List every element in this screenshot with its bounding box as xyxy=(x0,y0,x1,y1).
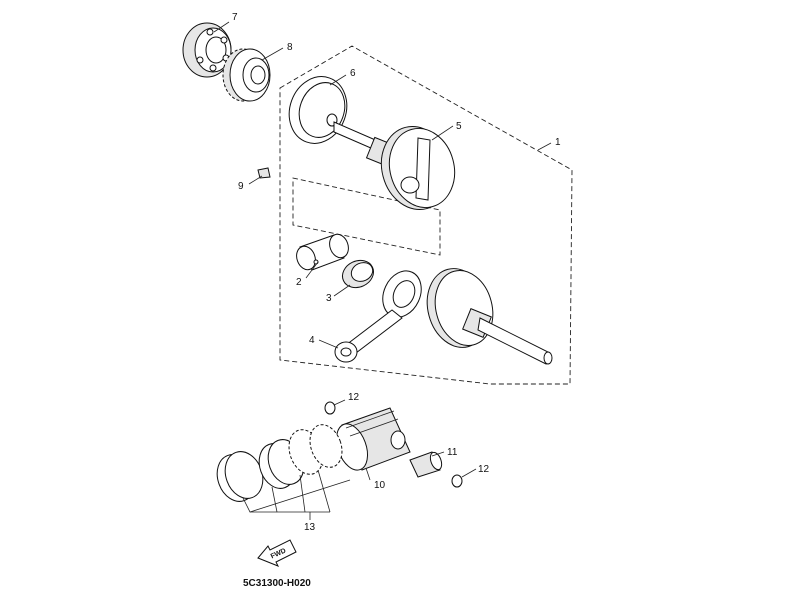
clip-part-12-lower[interactable] xyxy=(451,474,463,488)
callout-13: 13 xyxy=(304,522,316,533)
crank-pin-part-2[interactable] xyxy=(293,232,351,273)
callout-11: 11 xyxy=(447,447,458,458)
callout-1: 1 xyxy=(555,137,561,148)
callout-7: 7 xyxy=(232,12,238,23)
callout-3: 3 xyxy=(326,293,332,304)
drawing-code: 5C31300-H020 xyxy=(243,578,311,589)
piston-pin-part-11[interactable] xyxy=(409,451,444,478)
plate-part-6[interactable] xyxy=(280,68,356,151)
assembly-dashed-boundary xyxy=(279,45,573,385)
piston-part-10[interactable] xyxy=(331,407,411,474)
key-part-9[interactable] xyxy=(257,167,271,179)
callout-12-upper: 12 xyxy=(348,392,360,403)
fwd-arrow-icon: FWD xyxy=(257,539,297,567)
callout-2: 2 xyxy=(296,277,302,288)
callout-9: 9 xyxy=(238,181,244,192)
crank-web-part-5[interactable] xyxy=(333,119,463,218)
clip-part-12-upper[interactable] xyxy=(324,401,336,415)
callout-8: 8 xyxy=(287,42,293,53)
bearing-part-7[interactable] xyxy=(182,22,232,78)
callout-10: 10 xyxy=(374,480,386,491)
callout-5: 5 xyxy=(456,121,462,132)
callout-12-lower: 12 xyxy=(478,464,490,475)
gear-part-8[interactable] xyxy=(222,48,271,102)
piston-rings-part-13[interactable] xyxy=(211,420,348,507)
callout-4: 4 xyxy=(309,335,315,346)
leader-lines xyxy=(213,21,552,520)
connecting-rod-part-4[interactable] xyxy=(334,265,428,363)
inner-dashed-box xyxy=(292,177,441,256)
crank-half-with-shaft[interactable] xyxy=(419,262,553,365)
callout-6: 6 xyxy=(350,68,356,79)
needle-bearing-part-3[interactable] xyxy=(338,255,378,292)
